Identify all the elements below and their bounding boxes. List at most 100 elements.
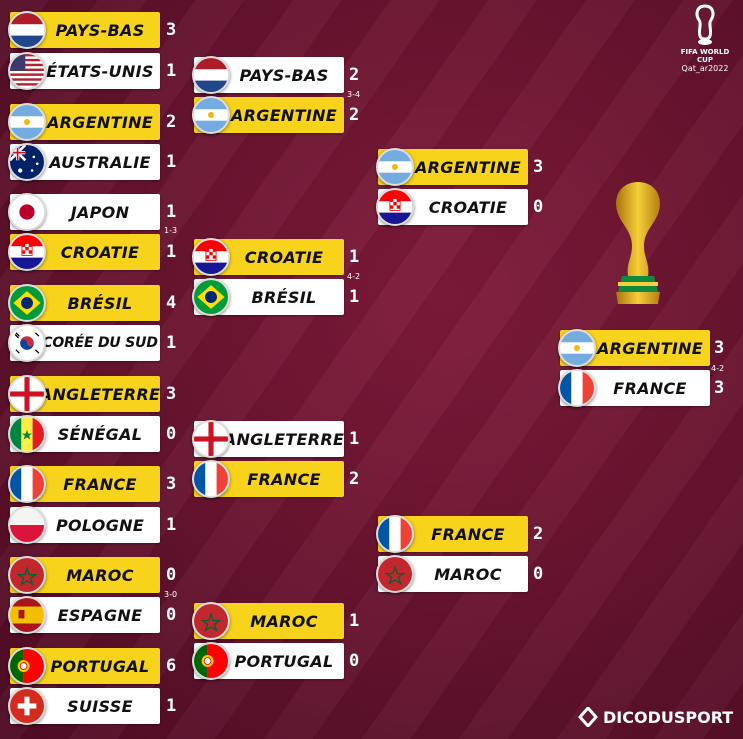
netherlands-flag [8, 11, 46, 49]
croatia-flag [8, 233, 46, 271]
france-flag [558, 369, 596, 407]
team-entry: ARGENTINE [558, 329, 710, 367]
team-score: 2 [166, 112, 177, 132]
team-entry: FRANCE [8, 465, 160, 503]
team-score: 4 [166, 293, 177, 313]
brazil-flag [8, 284, 46, 322]
portugal-flag [8, 647, 46, 685]
team-entry: POLOGNE [8, 506, 160, 544]
team-score: 1 [349, 429, 360, 449]
senegal-flag [8, 415, 46, 453]
team-entry: ARGENTINE [8, 103, 160, 141]
team-entry: ÉTATS-UNIS [8, 52, 160, 90]
team-score: 1 [166, 152, 177, 172]
team-entry: FRANCE [376, 515, 528, 553]
team-entry: CROATIE [8, 233, 160, 271]
team-entry: ARGENTINE [376, 148, 528, 186]
team-score: 1 [349, 611, 360, 631]
team-score: 0 [533, 197, 544, 217]
team-score: 3 [166, 384, 177, 404]
team-entry: BRÉSIL [8, 284, 160, 322]
team-entry: FRANCE [558, 369, 710, 407]
team-entry: MAROC [376, 555, 528, 593]
australia-flag [8, 143, 46, 181]
team-entry: SUISSE [8, 687, 160, 725]
team-entry: ANGLETERRE [192, 420, 344, 458]
team-score: 1 [166, 333, 177, 353]
dicodusport-logo-icon [578, 707, 598, 727]
penalty-score: 4-2 [347, 272, 361, 281]
croatia-flag [192, 238, 230, 276]
team-entry: ESPAGNE [8, 596, 160, 634]
team-entry: JAPON [8, 193, 160, 231]
team-score: 1 [166, 696, 177, 716]
team-score: 1 [166, 61, 177, 81]
team-score: 6 [166, 656, 177, 676]
spain-flag [8, 596, 46, 634]
argentina-flag [376, 148, 414, 186]
team-entry: SÉNÉGAL [8, 415, 160, 453]
site-branding: DICODUSPORT [578, 707, 733, 727]
france-flag [8, 465, 46, 503]
team-score: 2 [349, 65, 360, 85]
team-score: 2 [533, 524, 544, 544]
morocco-flag [8, 556, 46, 594]
team-entry: ANGLETERRE [8, 375, 160, 413]
team-entry: AUSTRALIE [8, 143, 160, 181]
team-entry: PAYS-BAS [8, 11, 160, 49]
team-score: 0 [166, 424, 177, 444]
switzerland-flag [8, 687, 46, 725]
team-entry: CROATIE [376, 188, 528, 226]
team-entry: MAROC [192, 602, 344, 640]
france-flag [192, 460, 230, 498]
world-cup-emblem-icon [695, 4, 715, 45]
netherlands-flag [192, 56, 230, 94]
site-name: DICODUSPORT [603, 707, 734, 727]
world-cup-logo-line1: FIFA WORLD CUP [680, 48, 730, 64]
japan-flag [8, 193, 46, 231]
team-entry: PORTUGAL [192, 642, 344, 680]
argentina-flag [192, 96, 230, 134]
team-entry: CROATIE [192, 238, 344, 276]
team-score: 3 [166, 474, 177, 494]
argentina-flag [558, 329, 596, 367]
team-score: 3 [714, 338, 725, 358]
world-cup-trophy-icon [616, 182, 660, 304]
south-korea-flag [8, 324, 46, 362]
team-score: 0 [166, 605, 177, 625]
team-score: 2 [349, 105, 360, 125]
penalty-score: 3-0 [164, 590, 178, 599]
world-cup-logo: FIFA WORLD CUP Qat_ar2022 [674, 4, 736, 74]
brazil-flag [192, 278, 230, 316]
usa-flag [8, 52, 46, 90]
england-flag [8, 375, 46, 413]
team-entry: PAYS-BAS [192, 56, 344, 94]
team-score: 1 [166, 242, 177, 262]
team-entry: CORÉE DU SUD [8, 324, 160, 362]
portugal-flag [192, 642, 230, 680]
world-cup-logo-line2: Qat_ar2022 [681, 64, 729, 73]
argentina-flag [8, 103, 46, 141]
france-flag [376, 515, 414, 553]
team-score: 1 [166, 515, 177, 535]
penalty-score: 1-3 [164, 226, 178, 235]
england-flag [192, 420, 230, 458]
team-score: 1 [349, 247, 360, 267]
croatia-flag [376, 188, 414, 226]
team-entry: FRANCE [192, 460, 344, 498]
penalty-score: 3-4 [347, 90, 361, 99]
team-score: 0 [349, 651, 360, 671]
team-score: 3 [166, 20, 177, 40]
morocco-flag [376, 555, 414, 593]
team-entry: ARGENTINE [192, 96, 344, 134]
team-score: 2 [349, 469, 360, 489]
team-score: 0 [533, 564, 544, 584]
team-entry: BRÉSIL [192, 278, 344, 316]
poland-flag [8, 506, 46, 544]
team-score: 0 [166, 565, 177, 585]
team-entry: MAROC [8, 556, 160, 594]
team-score: 3 [533, 157, 544, 177]
team-score: 3 [714, 378, 725, 398]
morocco-flag [192, 602, 230, 640]
penalty-score: 4-2 [711, 364, 725, 373]
